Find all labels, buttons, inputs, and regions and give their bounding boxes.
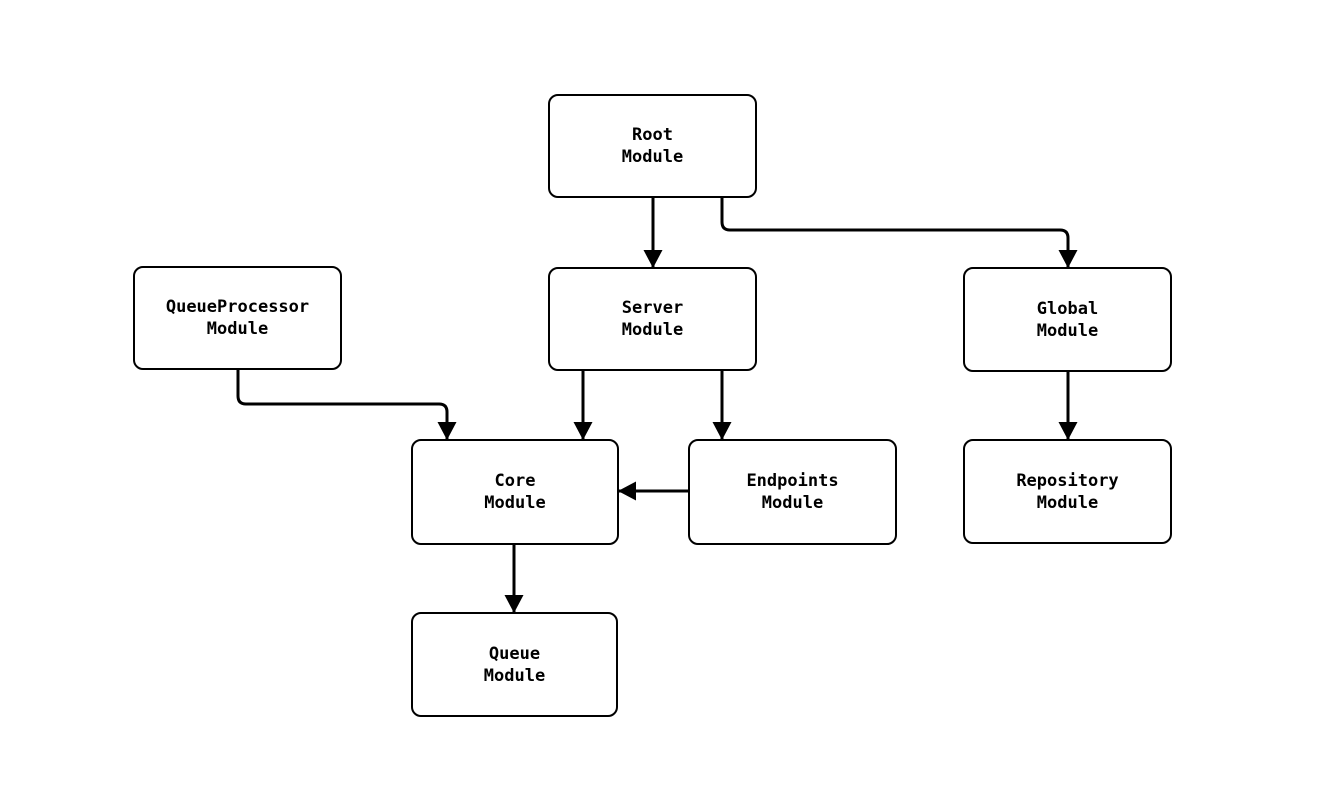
node-label-line: Module xyxy=(1036,492,1099,513)
node-label-line: Endpoints xyxy=(746,471,839,491)
node-label-line: Module xyxy=(621,320,684,340)
node-label-line: Server xyxy=(621,298,684,318)
node-label-line: Global xyxy=(1036,298,1099,319)
node-label-line: QueueProcessor xyxy=(165,297,310,317)
node-label-line: Module xyxy=(484,493,546,513)
node-label-line: Queue xyxy=(488,643,541,664)
node-label-line: Module xyxy=(621,147,684,167)
node-label-line: Repository xyxy=(1016,470,1119,491)
edge-root-to-global xyxy=(720,198,1078,268)
node-label-line: Module xyxy=(206,319,269,339)
node-label-line: Module xyxy=(483,665,546,686)
node-label-line: Module xyxy=(761,493,824,513)
edge-queueprocessor-to-core xyxy=(236,370,457,440)
node-label-line: Core xyxy=(494,471,536,491)
node-label-line: Root xyxy=(632,125,673,145)
node-label-line: Module xyxy=(1036,320,1099,341)
